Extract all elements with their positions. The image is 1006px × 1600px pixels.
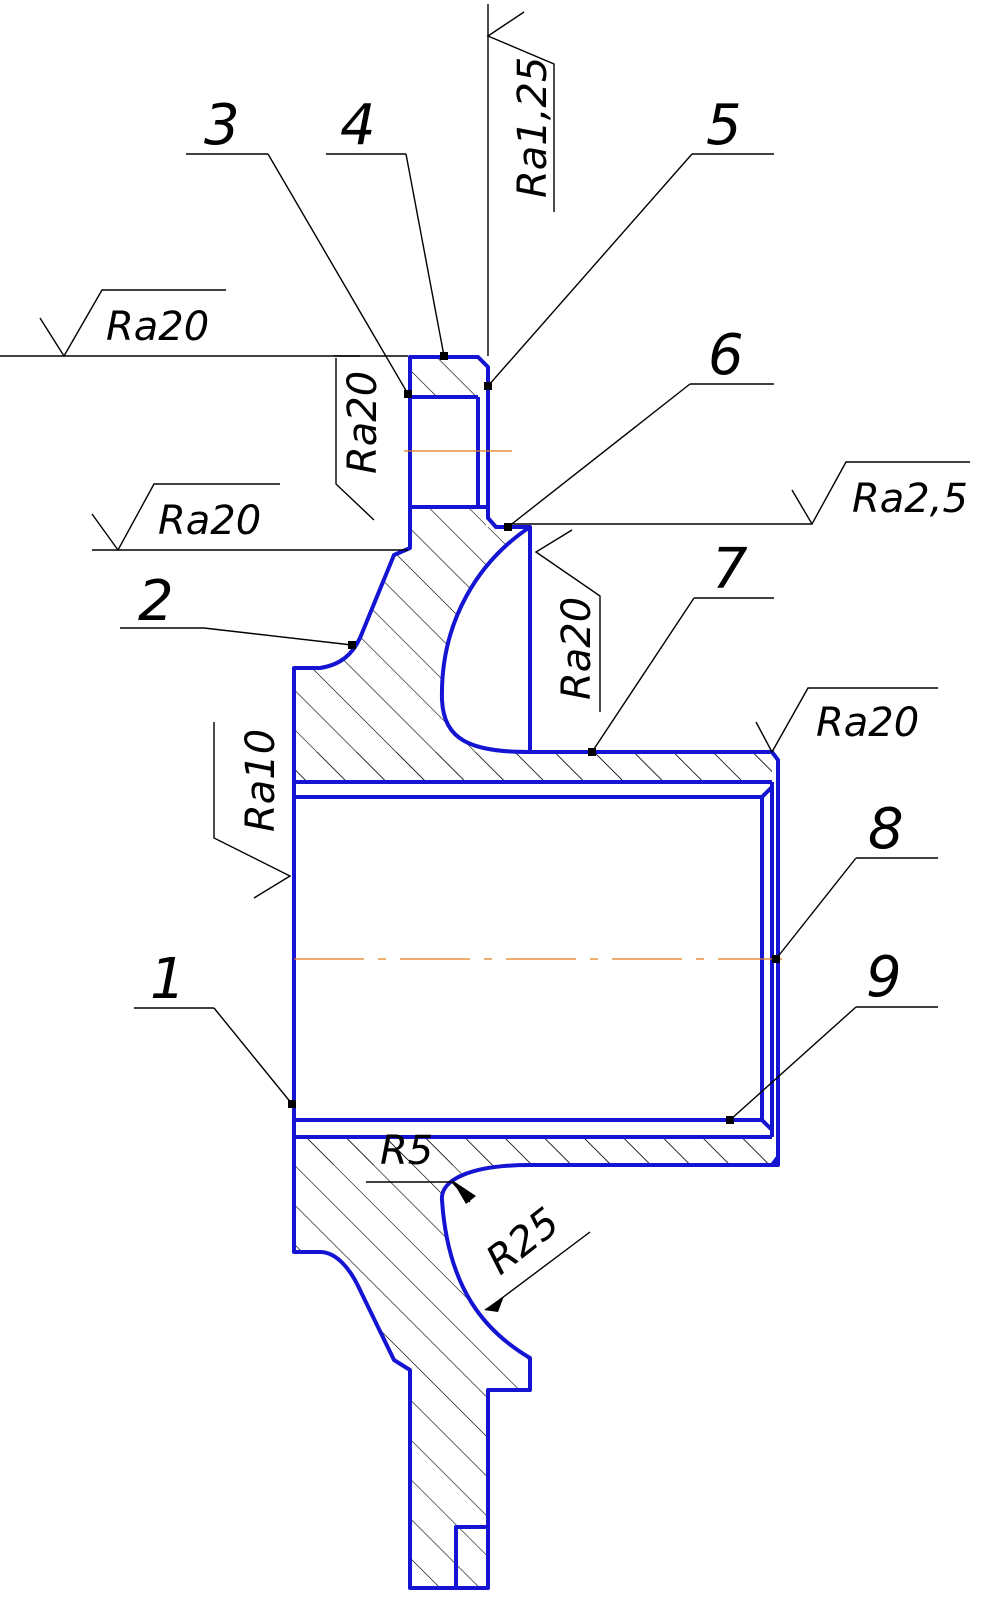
- callout-3: 3: [204, 93, 240, 158]
- upper-contour: [292, 355, 780, 1167]
- radius-small-label: R5: [380, 1128, 433, 1174]
- roughness-bore-left: Ra10: [238, 729, 284, 832]
- lower-contour: [292, 1120, 780, 1590]
- lower-wall-hatch: [294, 1137, 772, 1165]
- callout-7: 7: [712, 537, 748, 602]
- roughness-mid-left: Ra20: [158, 498, 261, 544]
- upper-wall-hatch: [294, 752, 772, 782]
- roughness-flange-face: Ra20: [340, 371, 386, 474]
- callout-8: 8: [868, 797, 904, 862]
- callout-5: 5: [706, 93, 742, 158]
- callout-9: 9: [866, 945, 902, 1010]
- roughness-shank-top: Ra1,25: [510, 57, 556, 198]
- radius-large-label: R25: [478, 1199, 568, 1284]
- callout-4: 4: [340, 93, 376, 158]
- callout-1: 1: [150, 947, 186, 1012]
- cavity-upper-contour: [439, 525, 532, 754]
- roughness-cavity-side: Ra20: [554, 597, 600, 700]
- callout-6: 6: [708, 323, 744, 388]
- lower-bore-lines: [294, 1118, 774, 1139]
- roughness-top-left: Ra20: [106, 304, 209, 350]
- callout-2: 2: [138, 569, 174, 634]
- roughness-right-top: Ra2,5: [852, 476, 968, 522]
- roughness-tube-end: Ra20: [816, 700, 919, 746]
- slot-contour: [454, 1525, 488, 1588]
- upper-body-hatch: [294, 507, 772, 782]
- lower-body-hatch: [294, 1137, 772, 1588]
- upper-section-hatch: [410, 357, 484, 397]
- flange-inner-lines: [410, 395, 486, 509]
